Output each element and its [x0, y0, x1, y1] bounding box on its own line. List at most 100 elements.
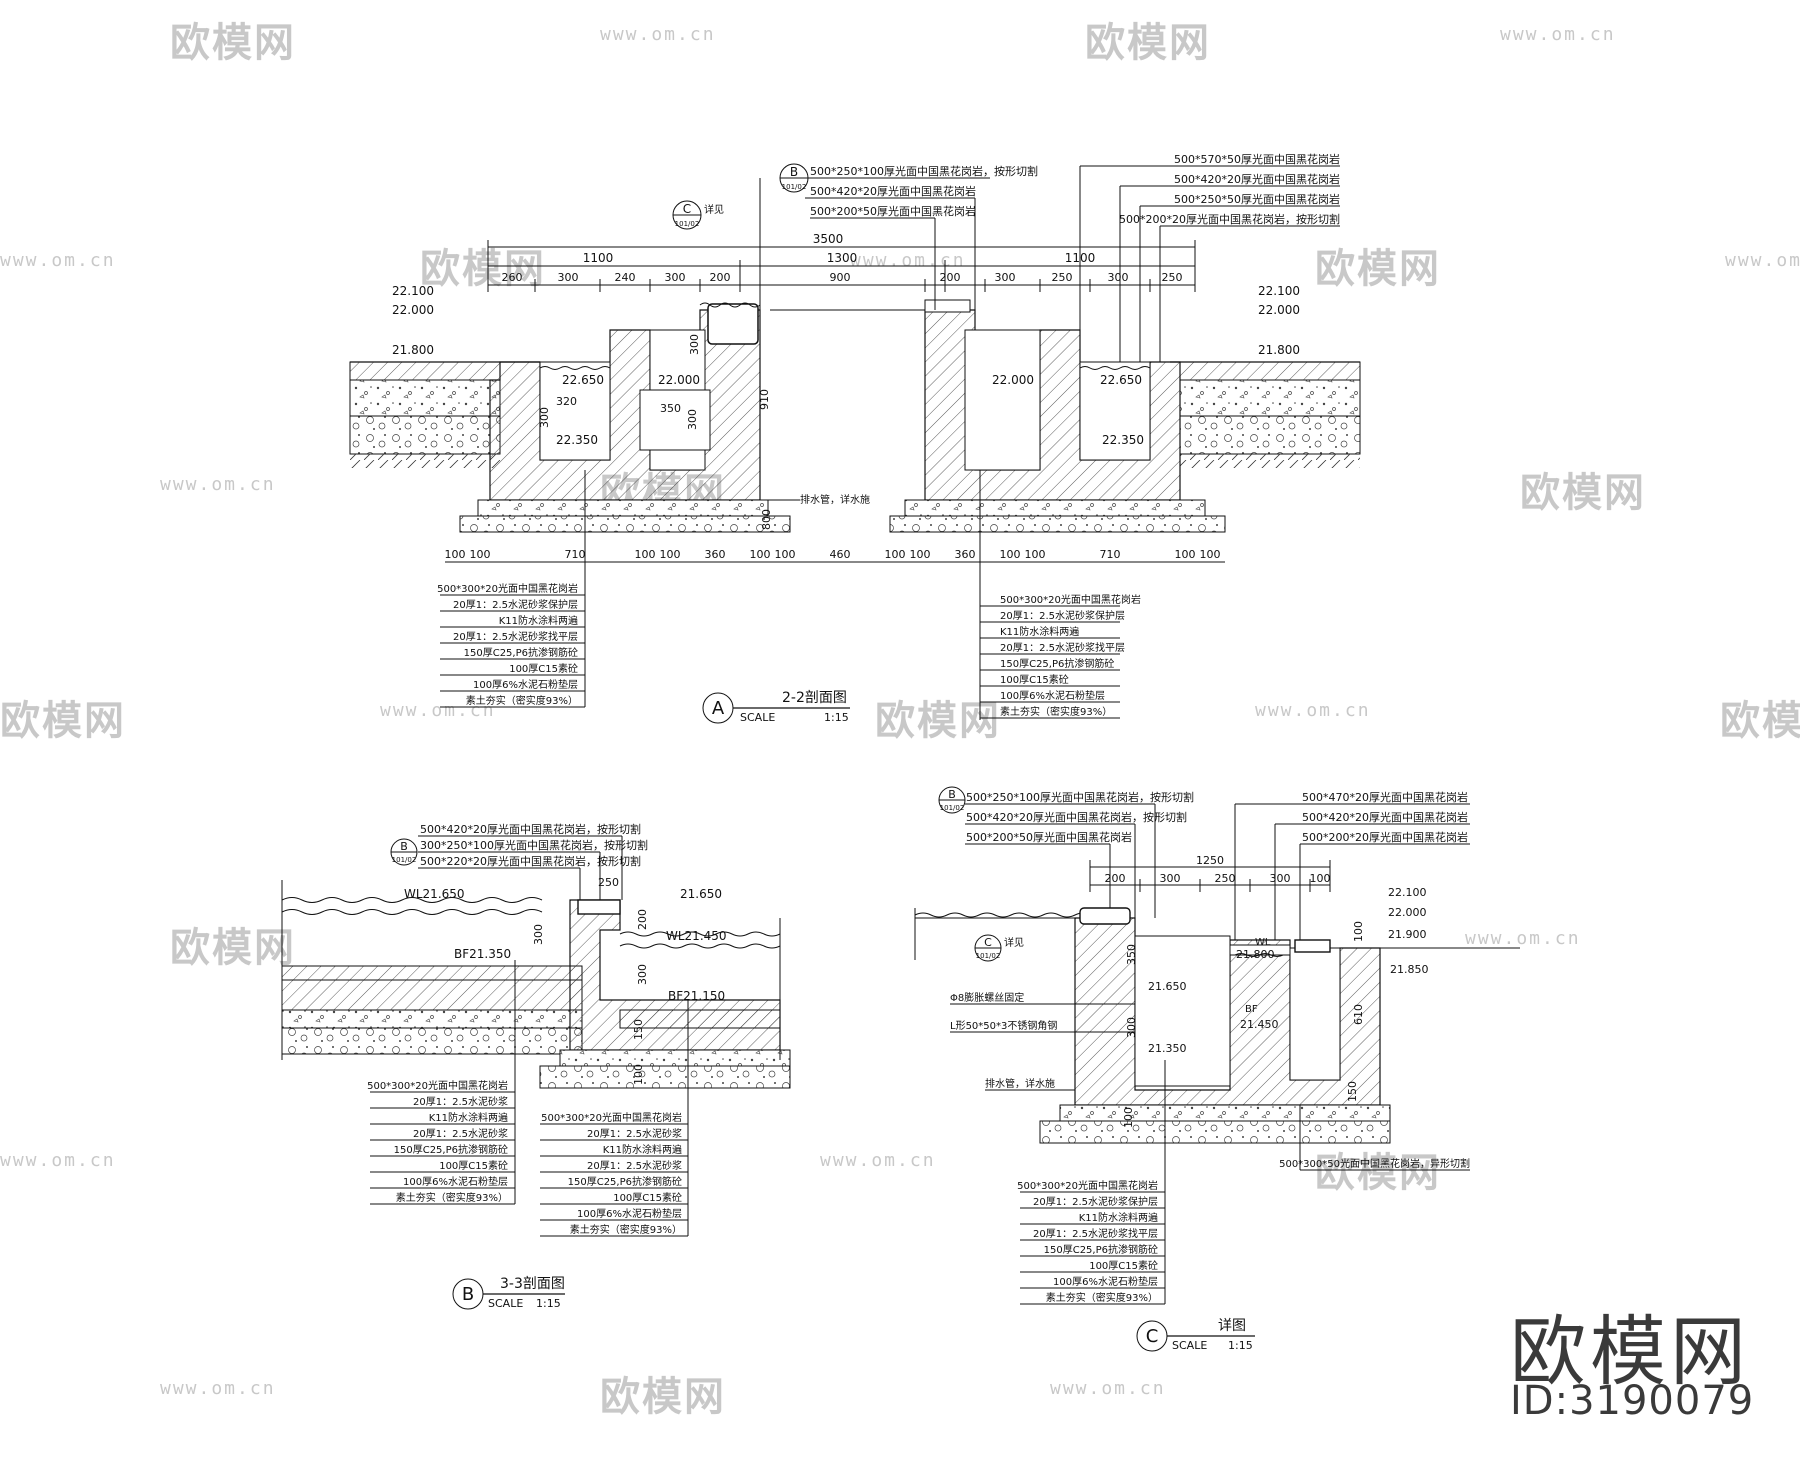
level-mark: WL21.450 [666, 929, 727, 943]
dim-bottom: 100 [470, 548, 491, 561]
top-label: 500*420*20厚光面中国黑花岗岩 [810, 184, 976, 198]
level-mark: 22.100 [392, 284, 434, 298]
level-mark: 21.350 [1148, 1042, 1187, 1055]
layer-label: 100厚6%水泥石粉垫层 [1053, 1275, 1158, 1288]
mark-bf: BF [1245, 1004, 1258, 1015]
layer-label: 素土夯实（密实度93%） [1046, 1291, 1158, 1304]
layer-label: 20厚1：2.5水泥砂浆找平层 [1033, 1227, 1158, 1240]
layer-label: 500*300*20光面中国黑花岗岩 [437, 582, 578, 595]
layer-label: K11防水涂料两遍 [1000, 625, 1079, 638]
dim-bottom: 100 [1175, 548, 1196, 561]
dim: 150 [632, 1019, 645, 1040]
layer-label: 100厚C15素砼 [509, 662, 578, 675]
layer-label: 20厚1：2.5水泥砂浆保护层 [1033, 1195, 1158, 1208]
top-label: 500*420*20厚光面中国黑花岗岩，按形切割 [420, 822, 641, 836]
top-label: 500*420*20厚光面中国黑花岗岩 [1302, 810, 1468, 824]
watermark-logo: 欧模网 [1720, 699, 1800, 743]
top-label: 500*250*100厚光面中国黑花岗岩，按形切割 [966, 790, 1194, 804]
dim-bottom: 100 [775, 548, 796, 561]
layer-label: 20厚1：2.5水泥砂浆找平层 [1000, 641, 1125, 654]
top-label: 500*570*50厚光面中国黑花岗岩 [1174, 152, 1340, 166]
dim-detail: 900 [830, 271, 851, 284]
level-mark: BF21.350 [454, 947, 511, 961]
layer-label: 100厚C15素砼 [613, 1191, 682, 1204]
level-mark: WL21.650 [404, 887, 465, 901]
layer-label: 100厚6%水泥石粉垫层 [577, 1207, 682, 1220]
dim-detail: 250 [1162, 271, 1183, 284]
dim-detail: 300 [558, 271, 579, 284]
dim: 100 [632, 1064, 645, 1085]
note-bolt: Φ8膨胀螺丝固定 [950, 991, 1024, 1004]
dim: 250 [598, 876, 619, 889]
dim-bottom: 100 [1200, 548, 1221, 561]
layer-label: 500*300*20光面中国黑花岗岩 [367, 1079, 508, 1092]
layer-label: 20厚1：2.5水泥砂浆 [587, 1159, 682, 1172]
dim-vertical: 100 [1352, 921, 1365, 942]
layer-label: 100厚6%水泥石粉垫层 [403, 1175, 508, 1188]
ref-b-letter: B [790, 165, 798, 179]
dim-bottom: 360 [705, 548, 726, 561]
layer-label: 150厚C25,P6抗渗钢筋砼 [1000, 657, 1114, 670]
ref-c-sub: 101/02 [675, 220, 700, 228]
top-label: 500*250*100厚光面中国黑花岗岩，按形切割 [810, 164, 1038, 178]
top-label: 500*200*20厚光面中国黑花岗岩 [1302, 830, 1468, 844]
watermark-url: www.om.cn [820, 1150, 936, 1171]
dim-vertical: 910 [758, 389, 771, 410]
dim-detail: 250 [1052, 271, 1073, 284]
layer-label: 20厚1：2.5水泥砂浆找平层 [453, 630, 578, 643]
watermark-logo: 欧模网 [1315, 247, 1441, 291]
watermark-url: www.om.cn [600, 24, 716, 45]
layer-label: 500*300*20光面中国黑花岗岩 [1000, 593, 1141, 606]
dim-detail: 240 [615, 271, 636, 284]
dim-bottom: 100 [1025, 548, 1046, 561]
top-label: 500*470*20厚光面中国黑花岗岩 [1302, 790, 1468, 804]
layer-label: K11防水涂料两遍 [603, 1143, 682, 1156]
section-c-detail: 1250 200 300 250 300 100 22.100 22.000 [914, 786, 1520, 1352]
dim-bottom: 360 [955, 548, 976, 561]
level-mark: 22.650 [1100, 373, 1142, 387]
dim-detail: 200 [940, 271, 961, 284]
layer-label: K11防水涂料两遍 [429, 1111, 508, 1124]
watermark-url: www.om.cn [1500, 24, 1616, 45]
ref-c-note: 详见 [1004, 936, 1024, 949]
ref-b-sub: 101/02 [940, 804, 965, 812]
dim-mid-2: 1300 [827, 251, 858, 265]
layer-label: 20厚1：2.5水泥砂浆 [413, 1095, 508, 1108]
dim-bottom: 100 [1000, 548, 1021, 561]
level-mark: 21.450 [1240, 1018, 1279, 1031]
section-a-2-2: 3500 1100 1300 1100 260 300 240 300 200 … [349, 152, 1361, 724]
watermark-logo: 欧模网 [0, 699, 126, 743]
level-mark: 22.000 [992, 373, 1034, 387]
dim: 200 [1105, 872, 1126, 885]
dim-vertical: 350 [660, 402, 681, 415]
layer-label: 20厚1：2.5水泥砂浆 [413, 1127, 508, 1140]
top-label: 300*250*100厚光面中国黑花岗岩，按形切割 [420, 838, 648, 852]
level-mark: BF21.150 [668, 989, 725, 1003]
scale-label: SCALE [1172, 1339, 1207, 1352]
layer-label: 100厚C15素砼 [1089, 1259, 1158, 1272]
dim-vertical: 320 [556, 395, 577, 408]
ref-c-note: 详见 [704, 203, 724, 216]
top-label: 500*220*20厚光面中国黑花岗岩，按形切割 [420, 854, 641, 868]
level-mark: 22.350 [1102, 433, 1144, 447]
level-mark: 22.000 [1258, 303, 1300, 317]
dim-total: 3500 [813, 232, 844, 246]
dim: 300 [1160, 872, 1181, 885]
dim-bottom: 100 [910, 548, 931, 561]
dim-vertical: 300 [538, 407, 551, 428]
level-mark: 21.650 [680, 887, 722, 901]
watermark-url: www.om.cn [1465, 928, 1581, 949]
watermark-logo: 欧模网 [1520, 471, 1646, 515]
layer-label: 100厚C15素砼 [1000, 673, 1069, 686]
level-mark: 21.800 [1258, 343, 1300, 357]
watermark-url: www.om.cn [1050, 1378, 1166, 1399]
watermark-url: www.om.cn [160, 474, 276, 495]
dim-bottom: 100 [750, 548, 771, 561]
brand-id: ID:3190079 [1510, 1378, 1755, 1424]
level-mark: 22.350 [556, 433, 598, 447]
dim-detail: 300 [665, 271, 686, 284]
section-a-letter: A [712, 698, 725, 719]
top-label: 500*250*50厚光面中国黑花岗岩 [1174, 192, 1340, 206]
watermark-logo: 欧模网 [600, 1375, 726, 1419]
